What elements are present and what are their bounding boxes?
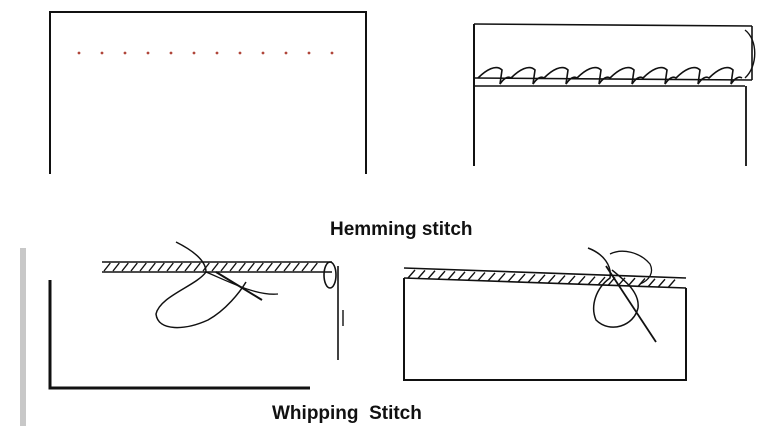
caption-whipping-stitch: Whipping Stitch: [272, 403, 422, 424]
tacking-dot: [169, 51, 173, 55]
whip-panel-left: [48, 241, 344, 390]
tacking-dots: [77, 51, 334, 55]
thread-knot: [587, 247, 639, 328]
tacking-dot: [330, 51, 334, 55]
tacking-dot: [77, 51, 81, 55]
hem-slant-stitches: [477, 66, 743, 85]
tacking-dot: [123, 51, 127, 55]
tacking-dot: [261, 51, 265, 55]
whip-edge-twist-left: [103, 262, 318, 272]
tacking-dot: [100, 51, 104, 55]
tacking-dot: [215, 51, 219, 55]
hem-panel-dots: [49, 11, 367, 174]
tacking-dot: [284, 51, 288, 55]
needle-icon: [215, 271, 263, 301]
tacking-dot: [307, 51, 311, 55]
tacking-dot: [192, 51, 196, 55]
hem-panel-stitched: [473, 23, 756, 166]
tacking-dot: [146, 51, 150, 55]
whip-panel-right: [403, 247, 687, 381]
tacking-dot: [238, 51, 242, 55]
needle-icon: [605, 265, 657, 343]
whip-edge-twist-right: [407, 269, 676, 289]
margin-bar: [20, 248, 26, 426]
thread-loop: [155, 241, 247, 329]
caption-hemming-stitch: Hemming stitch: [330, 219, 473, 240]
